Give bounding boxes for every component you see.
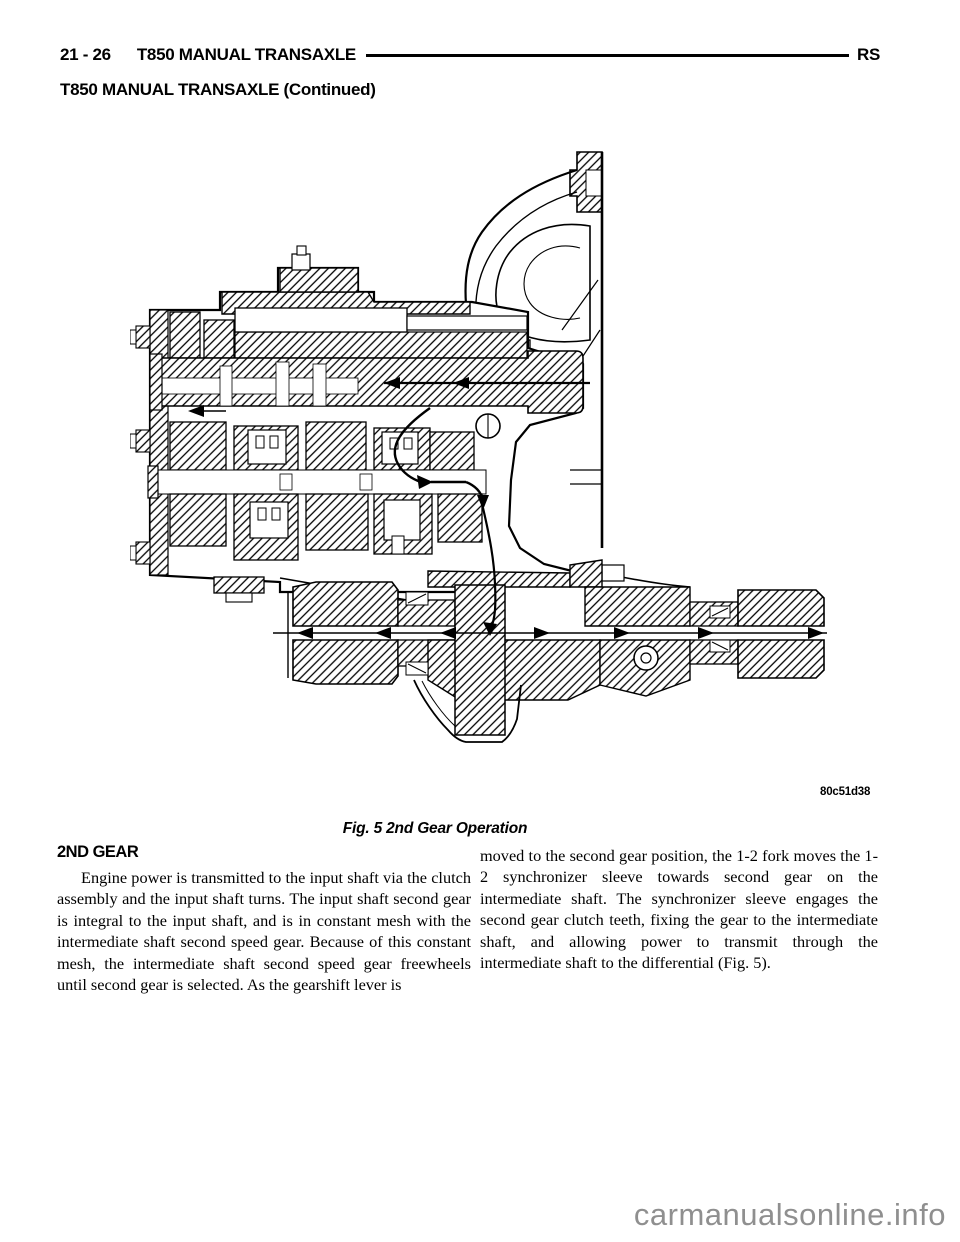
left-column: 2ND GEAR Engine power is transmitted to … (57, 843, 471, 995)
header-continued-title: T850 MANUAL TRANSAXLE (Continued) (60, 80, 376, 99)
differential-pan (413, 679, 522, 743)
header-section-title: T850 MANUAL TRANSAXLE (136, 45, 356, 64)
ring-gear (454, 584, 506, 736)
transaxle-cross-section-diagram (130, 151, 827, 743)
section-heading: 2ND GEAR (57, 843, 139, 861)
power-flow-arrows (393, 407, 497, 636)
right-column-paragraph: moved to the second gear position, the 1… (480, 846, 878, 973)
page-number: 21 - 26 (60, 45, 111, 64)
figure-image-id: 80c51d38 (820, 786, 871, 798)
figure-caption: Fig. 5 2nd Gear Operation (342, 820, 528, 837)
input-flow-arrowhead (384, 377, 400, 389)
left-column-paragraph: Engine power is transmitted to the input… (57, 868, 471, 995)
input-shaft (149, 350, 590, 414)
header-manual-code: RS (856, 45, 880, 64)
watermark: carmanualsonline.info (633, 1197, 946, 1232)
header-line: 21 - 26 T850 MANUAL TRANSAXLE RS (60, 45, 880, 65)
gear-cluster (147, 405, 487, 561)
input-flow-arrowhead (453, 377, 469, 389)
figure-5 (130, 140, 830, 790)
oil-plug (475, 413, 501, 439)
differential-and-axles (273, 559, 827, 743)
header-rule (365, 54, 849, 57)
right-column: moved to the second gear position, the 1… (480, 845, 878, 973)
